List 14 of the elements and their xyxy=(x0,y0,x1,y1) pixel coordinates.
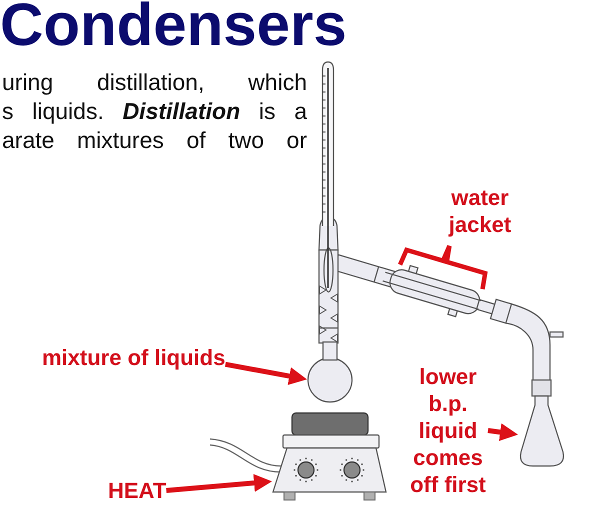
body-text: arate mixtures of two or xyxy=(2,126,307,155)
slide-title: Condensers xyxy=(0,0,347,58)
arrow xyxy=(488,423,518,442)
callout-label: lower b.p. liquid comes off first xyxy=(408,363,488,498)
body-text: s liquids. Distillation is a xyxy=(2,97,307,126)
receiving-flask xyxy=(518,395,567,467)
callout-label: HEAT xyxy=(108,477,166,504)
round-bottom-flask xyxy=(307,341,353,403)
arrow xyxy=(166,474,272,493)
callout-label: mixture of liquids xyxy=(42,344,226,371)
hot-plate xyxy=(272,412,387,501)
callout-label: water jacket xyxy=(447,184,512,238)
arrow xyxy=(224,362,308,385)
body-text: uring distillation, which xyxy=(2,68,307,97)
